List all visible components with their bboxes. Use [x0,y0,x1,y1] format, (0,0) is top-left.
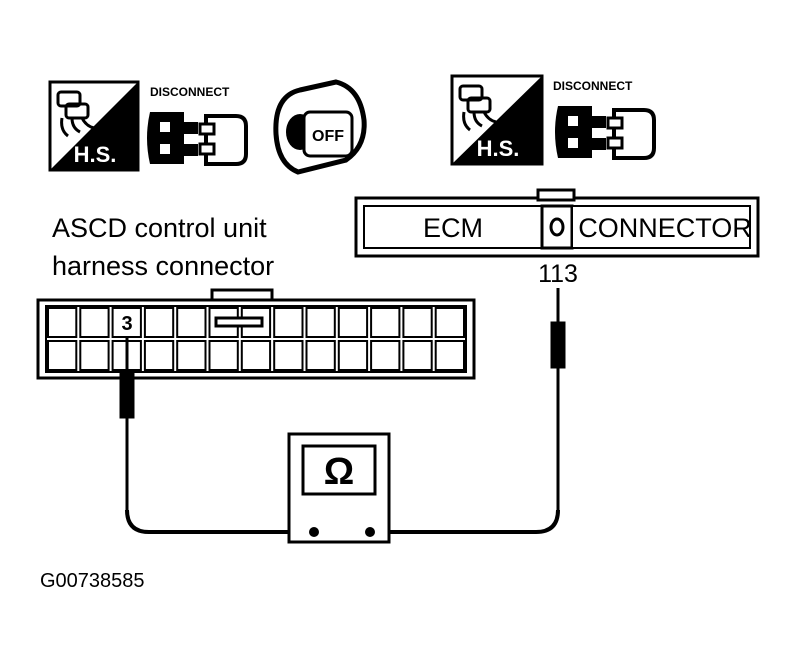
connector-cavity [305,340,336,371]
right-wire [370,509,560,534]
connector-cavity [402,307,433,338]
disconnect-label-2: DISCONNECT [553,79,633,93]
left-probe [119,371,135,419]
left-wire [125,509,314,534]
left-icon-group: H.S. DISCONNECT OFF [48,79,367,175]
figure-id: G00738585 [40,570,145,592]
off-label: OFF [312,128,344,145]
connector-cavity [434,307,466,338]
connector-cavity [176,307,207,338]
ascd-terminal-number: 3 [121,313,132,335]
ecm-terminal-number: 113 [538,260,578,288]
harness-bundle-icon-2 [458,84,497,132]
connector-cavity [370,307,401,338]
ecm-connector: ECM CONNECTOR 113 [354,188,760,288]
connector-cavity [208,340,239,371]
connector-cavity [240,340,272,371]
disconnect-icon: DISCONNECT [147,85,248,166]
connector-latch [214,316,264,328]
right-probe [550,321,566,369]
connector-cavity [176,340,207,371]
ascd-harness-connector: 3 [36,288,476,380]
ohm-symbol: Ω [324,451,354,493]
ascd-label-line2: harness connector [52,251,274,281]
connector-cavity [47,307,78,338]
connector-cavity [79,307,110,338]
connector-cavity [79,340,110,371]
connector-cavity [143,307,175,338]
right-icon-group: H.S. DISCONNECT [450,74,656,166]
ohmmeter-terminal-left [309,527,319,537]
connector-cavity [273,307,304,338]
hs-icon: H.S. [48,80,140,172]
ecm-terminal-pin [549,217,565,237]
hs-label: H.S. [74,142,117,167]
connector-label: CONNECTOR [578,213,752,243]
ecm-label: ECM [423,213,483,243]
connector-cavity [337,307,369,338]
connector-cavity [370,340,401,371]
connector-cavity [337,340,369,371]
connector-cavity [273,340,304,371]
harness-bundle-icon [56,90,95,138]
connector-cavity [434,340,466,371]
ohmmeter-display [301,444,377,496]
hs-label-2: H.S. [477,136,520,161]
probe-wires [119,288,566,534]
ignition-key-off-icon: OFF [273,79,367,175]
connector-cavity [402,340,433,371]
disconnect-label: DISCONNECT [150,85,230,99]
hs-icon-2: H.S. [450,74,544,166]
connector-cavity [143,340,175,371]
ohmmeter: Ω [287,432,391,544]
ascd-label-line1: ASCD control unit [52,213,267,243]
connector-cavity [305,307,336,338]
ohmmeter-terminal-right [365,527,375,537]
disconnect-icon-2: DISCONNECT [553,79,656,160]
connector-cavity [47,340,78,371]
